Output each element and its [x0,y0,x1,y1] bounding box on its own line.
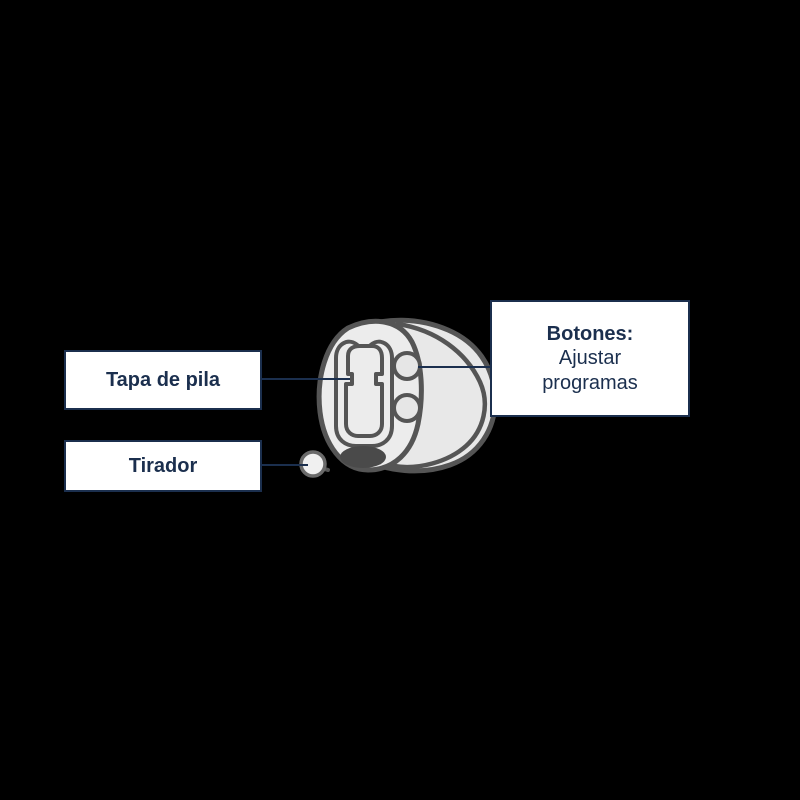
callout-label-botones-line2: Ajustar [558,347,622,370]
callout-label-tirador: Tirador [128,454,198,477]
hearing-aid-illustration [299,317,498,478]
callout-label-botones-line3: programas [542,371,638,394]
leader-line-botones [418,366,492,368]
microphone-port [340,446,386,468]
device-shell-inner-contour [391,321,488,470]
callout-box-tirador: Tirador [64,440,262,492]
battery-compartment-outline [334,339,394,448]
push-button-upper-icon[interactable] [392,351,422,381]
leader-line-tirador [262,464,308,466]
push-button-lower-icon[interactable] [392,393,422,423]
callout-label-botones-title: Botones: [546,322,634,345]
leader-line-tapa-de-pila [262,378,350,380]
callout-box-botones: Botones: Ajustar programas [490,300,690,417]
callout-box-tapa-de-pila: Tapa de pila [64,350,262,410]
callout-label-tapa-de-pila: Tapa de pila [105,368,221,391]
battery-door [344,344,384,438]
